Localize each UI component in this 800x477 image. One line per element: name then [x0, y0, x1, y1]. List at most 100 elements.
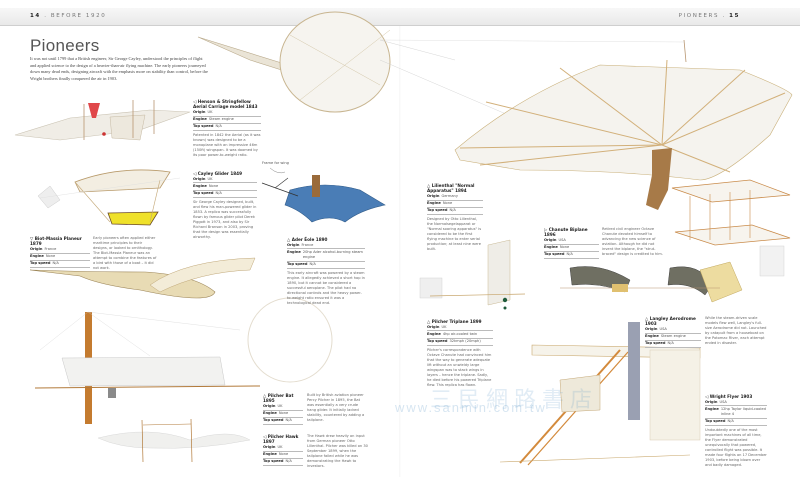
pointer-arrow-icon: △ — [645, 316, 649, 321]
pointer-arrow-icon: △ — [427, 319, 431, 324]
aircraft-name: ◁ Wright Flyer 1903 — [705, 394, 753, 399]
aircraft-name: ◁ Pilcher Hawk 1897 — [263, 434, 299, 445]
aircraft-name: ◁ Henson & Stringfellow Aerial Carriage … — [193, 99, 258, 110]
aircraft-name: △ Lilienthal "Normal Apparatus" 1894 — [427, 183, 475, 194]
aircraft-name: △ Ader Éole 1890 — [287, 237, 328, 242]
separator: . — [722, 13, 730, 19]
aircraft-name: ◁ Cayley Glider 1849 — [193, 171, 242, 176]
separator: . — [44, 13, 51, 19]
spec-card-henson: ◁ Henson & Stringfellow Aerial Carriage … — [193, 99, 261, 158]
running-head-right: PIONEERS . 15 — [679, 13, 740, 19]
page-number-right: 15 — [729, 13, 740, 19]
pointer-arrow-icon: ▷ — [544, 227, 548, 232]
running-head-left: 14 . BEFORE 1920 — [30, 13, 106, 19]
aircraft-name: △ Pilcher Bat 1895 — [263, 393, 294, 404]
pointer-arrow-icon: ◁ — [705, 394, 709, 399]
ader-eole-image — [261, 175, 386, 223]
aircraft-description-pilcher-hawk: The Hawk drew heavily on input from Germ… — [307, 434, 368, 468]
aircraft-description: This early aircraft was powered by a ste… — [287, 270, 365, 305]
aircraft-name: △ Pilcher Triplane 1899 — [427, 319, 482, 324]
pointer-arrow-icon: ◁ — [193, 99, 197, 104]
aircraft-name: △ Langley Aerodrome 1903 — [645, 316, 696, 327]
biot-massia-planeur-image — [29, 257, 256, 299]
aircraft-description: Patented in 1842 the Aerial (as it was k… — [193, 132, 261, 157]
pointer-arrow-icon: ◁ — [193, 171, 197, 176]
frame-for-wing-label: Frame for wing — [262, 161, 289, 165]
henson-wing-image — [197, 11, 521, 121]
chanute-biplane-image — [671, 179, 791, 277]
langley-aerodrome-image — [560, 261, 743, 303]
watermark-logo-text: 三民網路書店 — [430, 388, 599, 413]
section-left: BEFORE 1920 — [50, 13, 107, 19]
lilienthal-glider-image — [379, 39, 793, 210]
page-gutter — [399, 26, 401, 477]
running-header-band — [0, 8, 800, 26]
pilcher-triplane-image — [419, 239, 526, 310]
henson-model-image — [14, 100, 191, 141]
spec-card-lilienthal: △ Lilienthal "Normal Apparatus" 1894 Ori… — [427, 183, 483, 252]
pilcher-bat-image — [34, 297, 333, 424]
aircraft-description-chanute: Retired civil engineer Octave Chanute de… — [602, 227, 663, 256]
pointer-arrow-icon: ▽ — [30, 236, 34, 241]
aircraft-description: Designed by Otto Lilienthal, the Normals… — [427, 216, 482, 251]
aircraft-name: ▽ Biot-Massia Planeur 1879 — [30, 236, 82, 247]
pilcher-hawk-image — [97, 418, 251, 463]
watermark-url: www.sanmin.com.tw — [395, 400, 547, 415]
aircraft-description-biot-massia: Early pioneers often applied either mari… — [93, 236, 157, 270]
page-number-left: 14 — [30, 13, 41, 19]
aircraft-description: Sir George Cayley designed, built, and f… — [193, 199, 257, 239]
section-right: PIONEERS — [678, 13, 720, 19]
cayley-glider-image — [37, 169, 181, 226]
page-title: Pioneers — [30, 36, 100, 55]
pointer-arrow-icon: ◁ — [263, 434, 267, 439]
pointer-arrow-icon: △ — [287, 237, 291, 242]
wright-flyer-image — [499, 322, 701, 466]
aircraft-description: Undoubtedly one of the most important ma… — [705, 427, 767, 467]
pointer-arrow-icon: △ — [263, 393, 267, 398]
aircraft-description: Pilcher's correspondence with Octave Cha… — [427, 347, 492, 387]
aircraft-description-langley: While the steam-driven scale models flew… — [705, 316, 767, 345]
intro-paragraph: It was not until 1799 that a British eng… — [30, 56, 208, 81]
pointer-arrow-icon: △ — [427, 183, 431, 188]
